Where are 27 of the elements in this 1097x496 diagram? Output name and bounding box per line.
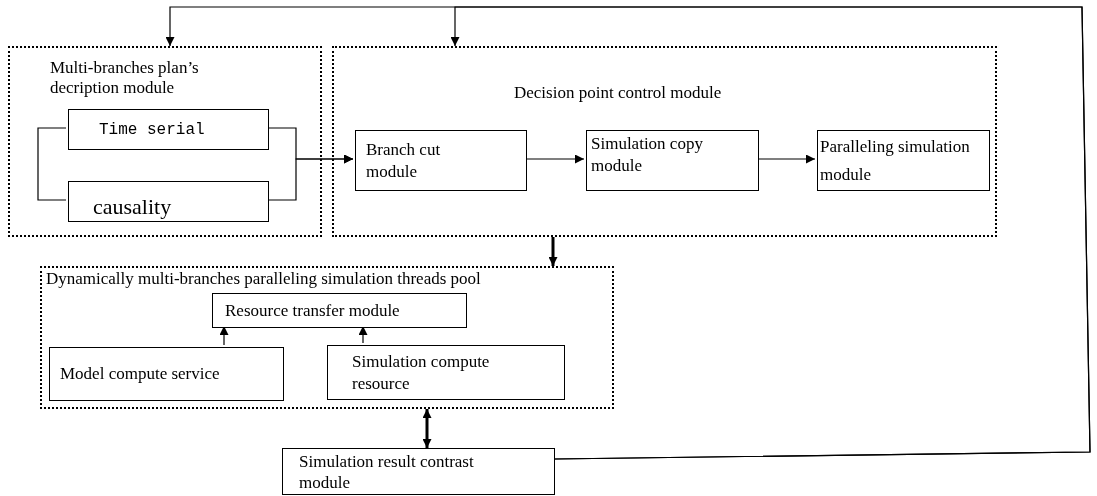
process-box bbox=[817, 130, 990, 191]
process-box bbox=[212, 293, 467, 328]
arrow bbox=[450, 6, 1091, 460]
node-label: Multi-branches plan’s decription module bbox=[50, 58, 200, 98]
process-box bbox=[586, 130, 759, 191]
node-label: Simulation compute resource bbox=[352, 350, 491, 395]
module-group bbox=[8, 46, 322, 237]
node-label: Branch cut module bbox=[366, 138, 442, 183]
node-label: Model compute service bbox=[60, 363, 220, 386]
node-label: Dynamically multi-branches paralleling simulation threads pool bbox=[46, 268, 481, 290]
process-box bbox=[282, 448, 555, 495]
process-box bbox=[355, 130, 527, 191]
process-box bbox=[68, 109, 269, 150]
node-label: Simulation result contrast module bbox=[299, 451, 475, 493]
node-label: Time serial bbox=[99, 119, 205, 141]
module-group bbox=[332, 46, 997, 237]
node-label: causality bbox=[93, 193, 172, 221]
arrow bbox=[548, 237, 558, 266]
arrow bbox=[422, 409, 432, 448]
module-group bbox=[40, 266, 614, 409]
process-box bbox=[68, 181, 269, 222]
node-label: Decision point control module bbox=[514, 82, 722, 104]
node-label: Simulation copy module bbox=[591, 133, 704, 177]
node-label: Resource transfer module bbox=[225, 299, 400, 322]
process-box bbox=[49, 347, 284, 401]
node-label: Paralleling simulation module bbox=[820, 135, 971, 186]
process-box bbox=[327, 345, 565, 400]
